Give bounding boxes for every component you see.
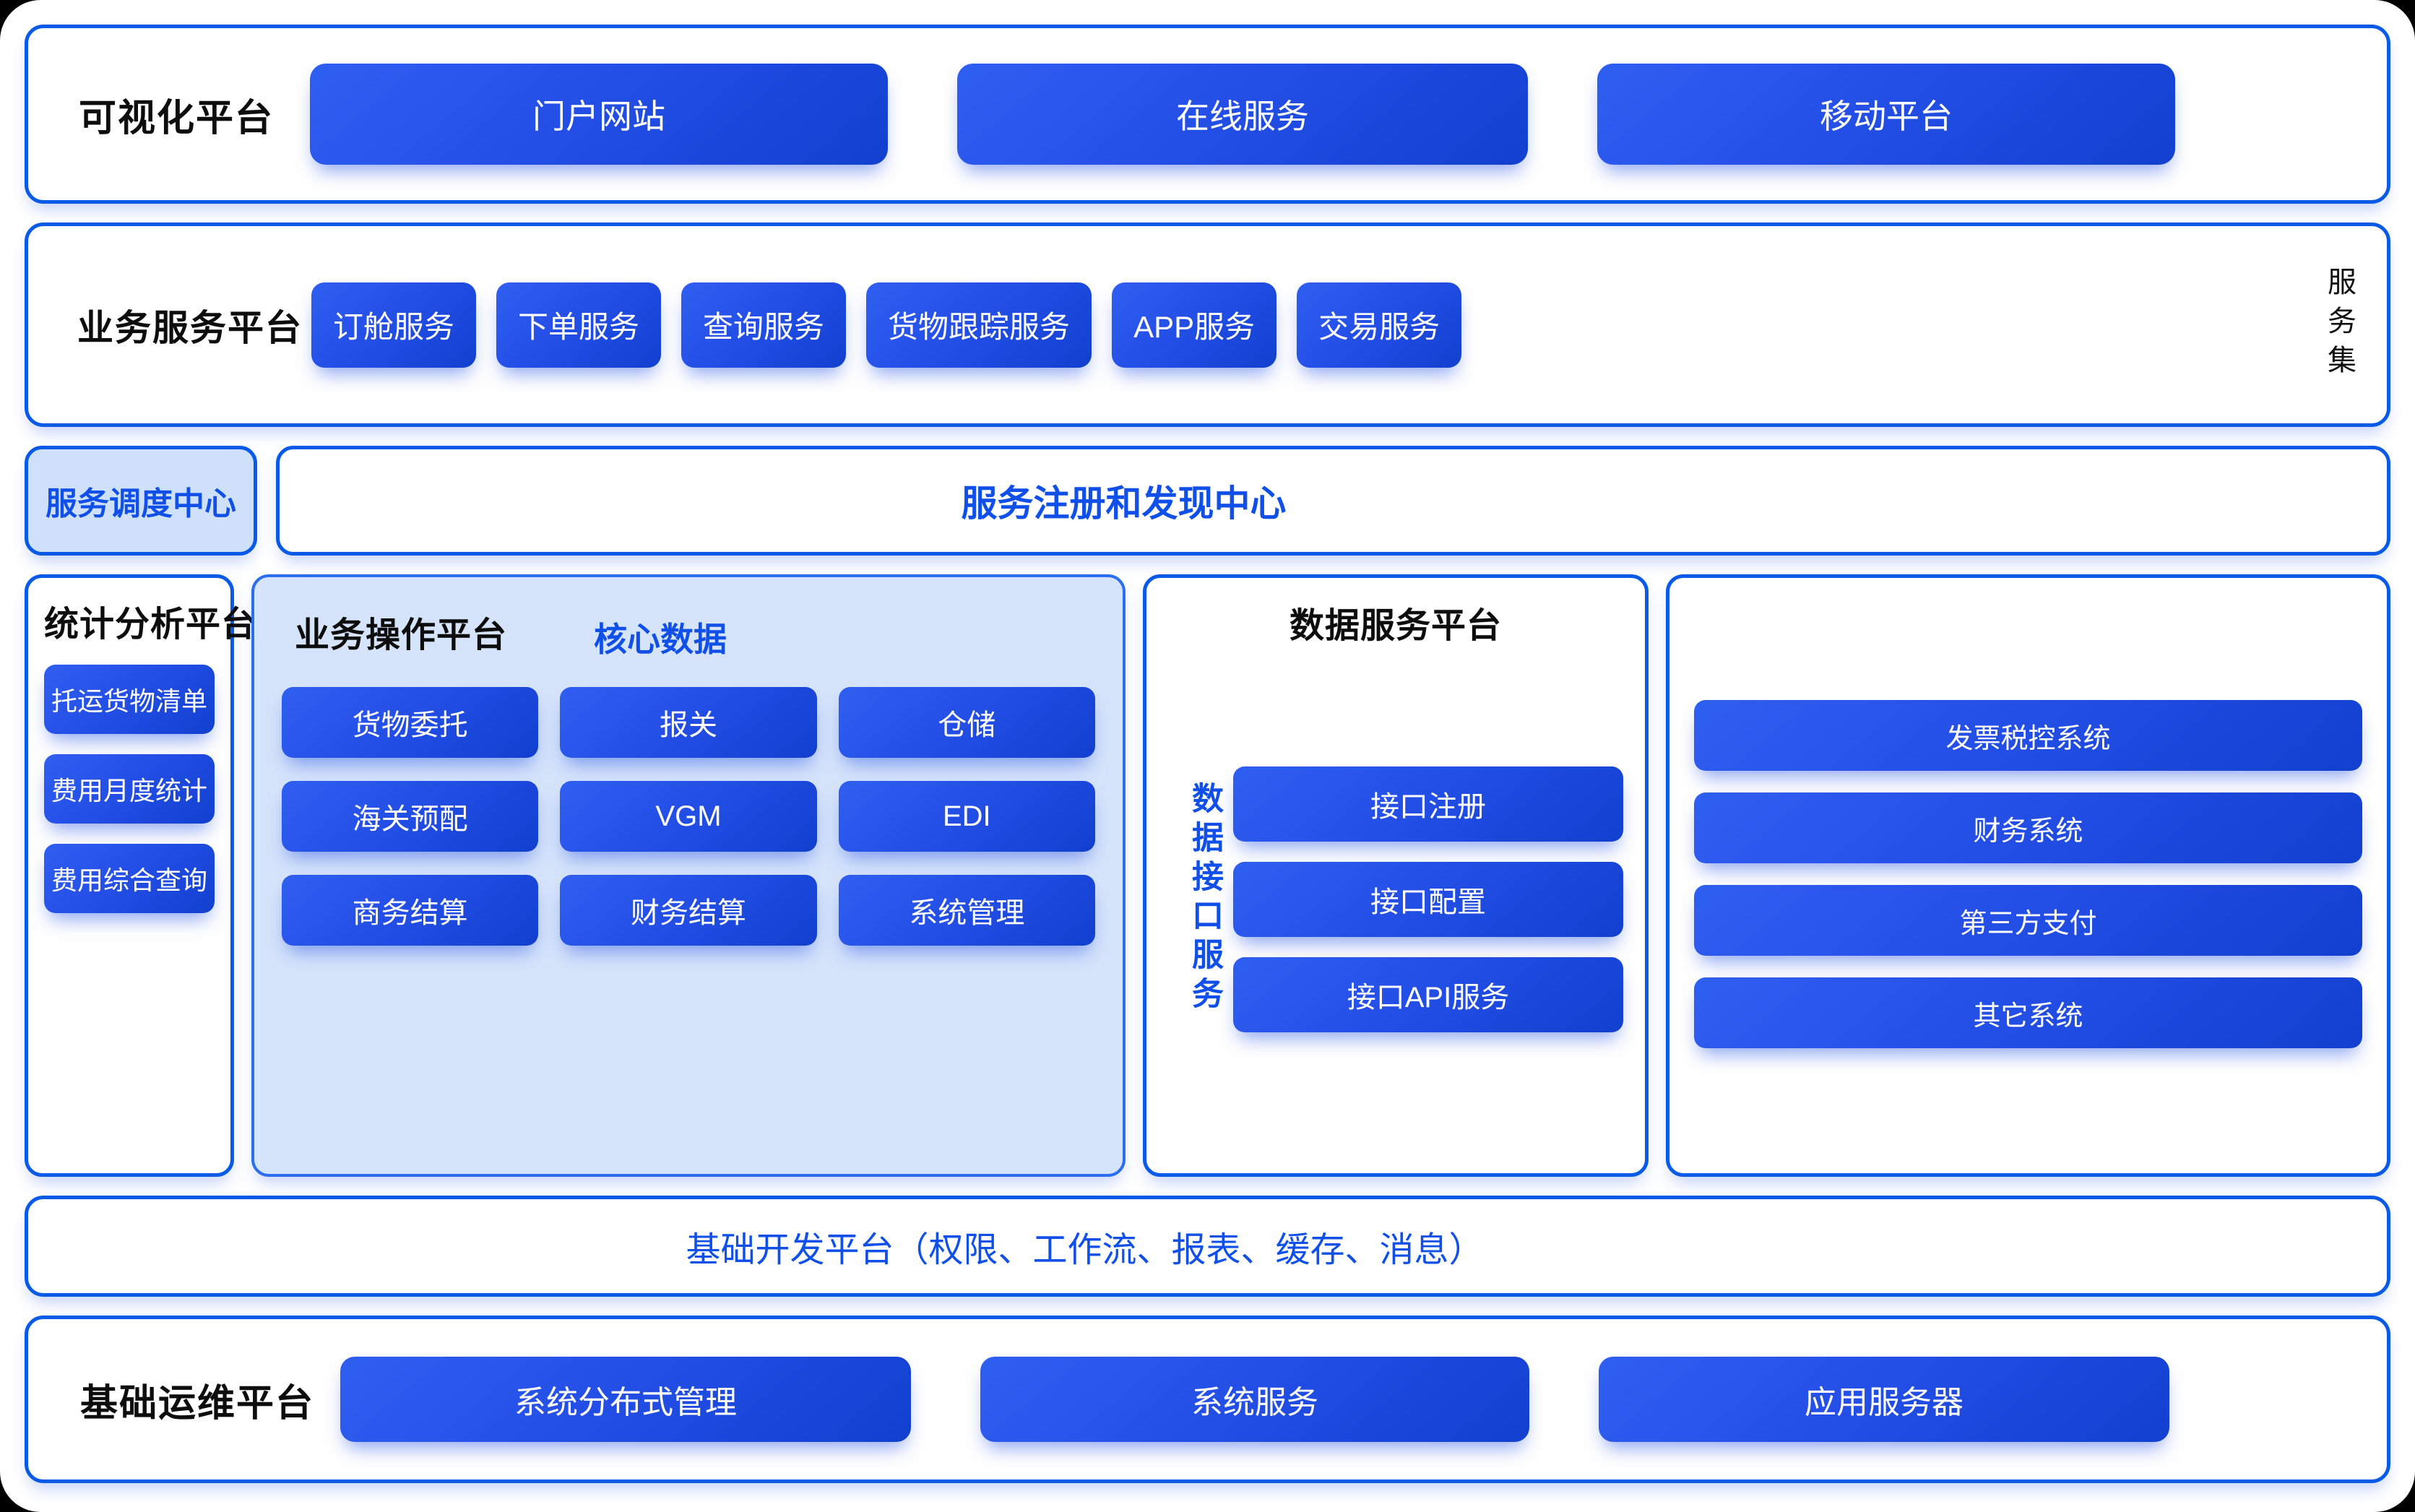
service-registry-discovery-center-label: 服务注册和发现中心	[961, 483, 1287, 524]
button-query-service[interactable]: 查询服务	[681, 282, 847, 368]
button-system-management[interactable]: 系统管理	[838, 875, 1095, 946]
statistics-analysis-platform-title: 统计分析平台	[44, 605, 257, 644]
business-service-platform-title: 业务服务平台	[77, 307, 303, 348]
button-order-service[interactable]: 下单服务	[496, 282, 662, 368]
button-application-server[interactable]: 应用服务器	[1599, 1357, 2169, 1442]
button-system-service[interactable]: 系统服务	[980, 1357, 1529, 1442]
button-financial-settlement[interactable]: 财务结算	[560, 875, 817, 946]
business-service-platform-row: 业务服务平台 订舱服务 下单服务 查询服务 货物跟踪服务 APP服务 交易服务 …	[25, 223, 2390, 427]
button-interface-api-service[interactable]: 接口API服务	[1233, 957, 1623, 1032]
business-operation-platform-header: 业务操作平台 核心数据	[295, 606, 1095, 661]
button-financial-system[interactable]: 财务系统	[1694, 792, 2362, 863]
core-data-label: 核心数据	[594, 621, 727, 658]
button-cargo-entrustment[interactable]: 货物委托	[282, 687, 539, 758]
button-business-settlement[interactable]: 商务结算	[282, 875, 539, 946]
button-interface-registration[interactable]: 接口注册	[1233, 766, 1623, 842]
visualization-platform-items: 门户网站 在线服务 移动平台	[310, 64, 2354, 165]
visualization-platform-title: 可视化平台	[79, 97, 275, 139]
button-transaction-service[interactable]: 交易服务	[1297, 282, 1462, 368]
service-registry-row: 服务调度中心 服务注册和发现中心	[25, 446, 2390, 556]
basic-operation-maintenance-platform-items: 系统分布式管理 系统服务 应用服务器	[340, 1357, 2354, 1442]
button-booking-service[interactable]: 订舱服务	[311, 282, 477, 368]
visualization-platform-row: 可视化平台 门户网站 在线服务 移动平台	[25, 25, 2390, 204]
button-portal-website[interactable]: 门户网站	[310, 64, 888, 165]
service-set-vertical-label: 服务集	[2323, 266, 2355, 384]
button-comprehensive-fee-query[interactable]: 费用综合查询	[44, 844, 215, 913]
button-cargo-tracking-service[interactable]: 货物跟踪服务	[866, 282, 1092, 368]
button-customs-pre-allocation[interactable]: 海关预配	[282, 781, 539, 852]
data-service-platform-title: 数据服务平台	[1289, 607, 1502, 645]
data-service-platform-items: 接口注册 接口配置 接口API服务	[1233, 653, 1623, 1152]
button-system-distributed-management[interactable]: 系统分布式管理	[340, 1357, 911, 1442]
button-monthly-fee-statistics[interactable]: 费用月度统计	[44, 754, 215, 824]
button-vgm[interactable]: VGM	[560, 781, 817, 852]
business-operation-platform-panel: 业务操作平台 核心数据 货物委托 报关 仓储 海关预配 VGM EDI 商务结算…	[251, 574, 1126, 1177]
button-app-service[interactable]: APP服务	[1112, 282, 1277, 368]
data-interface-service-vertical-label: 数据接口服务	[1187, 782, 1222, 1016]
business-operation-platform-items: 货物委托 报关 仓储 海关预配 VGM EDI 商务结算 财务结算 系统管理	[282, 687, 1095, 946]
button-shipment-cargo-list[interactable]: 托运货物清单	[44, 665, 215, 734]
external-systems-panel: 发票税控系统 财务系统 第三方支付 其它系统	[1666, 574, 2390, 1177]
business-operation-platform-title: 业务操作平台	[295, 616, 508, 655]
statistics-analysis-platform-panel: 统计分析平台 托运货物清单 费用月度统计 费用综合查询	[25, 574, 257, 1177]
button-customs-declaration[interactable]: 报关	[560, 687, 817, 758]
service-dispatch-center[interactable]: 服务调度中心	[25, 446, 257, 556]
service-registry-discovery-center[interactable]: 服务注册和发现中心	[276, 446, 2390, 556]
button-invoice-tax-control-system[interactable]: 发票税控系统	[1694, 700, 2362, 771]
button-online-service[interactable]: 在线服务	[957, 64, 1528, 165]
button-edi[interactable]: EDI	[838, 781, 1095, 852]
button-third-party-payment[interactable]: 第三方支付	[1694, 885, 2362, 956]
button-other-systems[interactable]: 其它系统	[1694, 977, 2362, 1048]
data-service-platform-body: 数据接口服务 接口注册 接口配置 接口API服务	[1168, 653, 1623, 1152]
basic-operation-maintenance-platform-title: 基础运维平台	[80, 1382, 315, 1425]
button-warehousing[interactable]: 仓储	[838, 687, 1095, 758]
button-interface-configuration[interactable]: 接口配置	[1233, 862, 1623, 937]
business-service-platform-items: 订舱服务 下单服务 查询服务 货物跟踪服务 APP服务 交易服务	[311, 282, 2306, 368]
basic-development-platform-title: 基础开发平台（权限、工作流、报表、缓存、消息）	[686, 1231, 1484, 1269]
main-platforms-row: 统计分析平台 托运货物清单 费用月度统计 费用综合查询 业务操作平台 核心数据 …	[25, 574, 2390, 1177]
statistics-analysis-platform-items: 托运货物清单 费用月度统计 费用综合查询	[44, 665, 215, 913]
data-service-platform-panel: 数据服务平台 数据接口服务 接口注册 接口配置 接口API服务	[1143, 574, 1649, 1177]
basic-development-platform-row: 基础开发平台（权限、工作流、报表、缓存、消息）	[25, 1196, 2390, 1297]
button-mobile-platform[interactable]: 移动平台	[1597, 64, 2175, 165]
basic-operation-maintenance-platform-row: 基础运维平台 系统分布式管理 系统服务 应用服务器	[25, 1316, 2390, 1483]
